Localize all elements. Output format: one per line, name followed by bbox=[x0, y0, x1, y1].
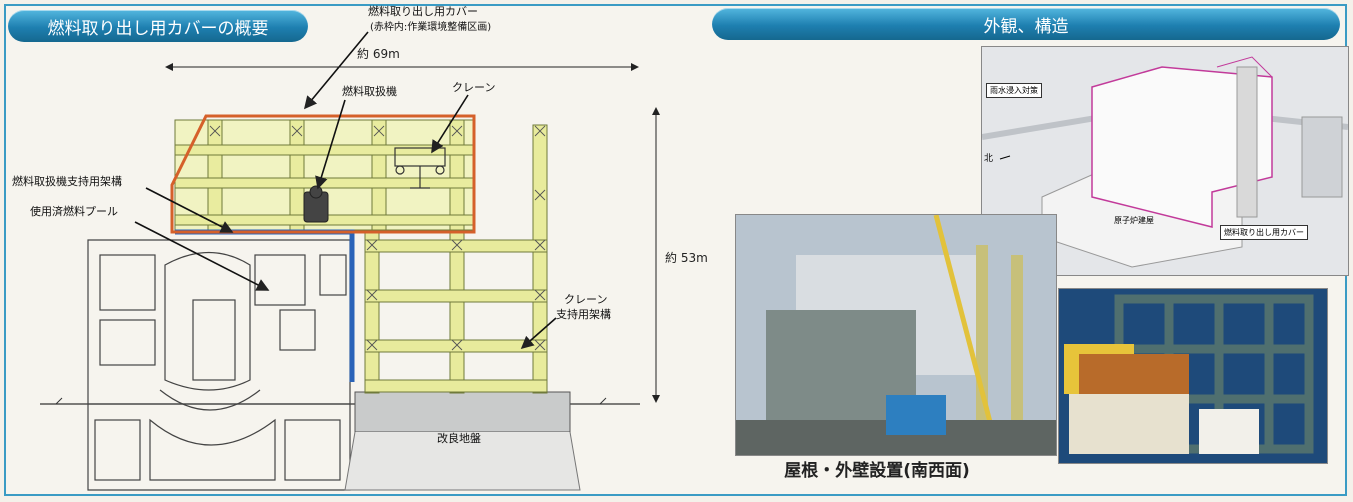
crane-machine bbox=[394, 147, 446, 189]
fuel-handler-frame-label: 燃料取扱機支持用架構 bbox=[12, 174, 122, 188]
right-section-title: 外観、構造 bbox=[712, 8, 1340, 40]
construction-photo bbox=[735, 214, 1057, 456]
left-section-title: 燃料取り出し用カバーの概要 bbox=[8, 10, 308, 42]
width-dimension: 約 69m bbox=[165, 46, 639, 71]
spent-fuel-pool-label: 使用済燃料プール bbox=[30, 204, 118, 218]
height-label: 約 53m bbox=[665, 250, 708, 265]
crane-label: クレーン bbox=[452, 81, 495, 94]
reactor-label: 原子炉建屋 bbox=[1114, 216, 1154, 225]
bracing-marks bbox=[209, 125, 546, 351]
model-photo bbox=[1058, 288, 1328, 464]
crane-frame-label-2: 支持用架構 bbox=[556, 307, 611, 321]
cover-photo-label: 燃料取り出し用カバー bbox=[1220, 225, 1308, 240]
improved-ground-label: 改良地盤 bbox=[437, 431, 481, 445]
model-graphic bbox=[1059, 289, 1327, 463]
rain-label: 雨水浸入対策 bbox=[986, 83, 1042, 98]
width-label: 約 69m bbox=[357, 46, 400, 61]
photo-caption: 屋根・外壁設置(南西面) bbox=[784, 461, 970, 481]
improved-ground-block bbox=[344, 391, 581, 491]
cover-label: 燃料取り出し用カバー bbox=[368, 4, 478, 18]
fuel-handler-label: 燃料取扱機 bbox=[342, 84, 397, 98]
cross-section-diagram: 約 69m 約 53m 燃料取り出し用カバー (赤枠内:作業環境整備区画) 燃料… bbox=[12, 4, 708, 491]
north-label: 北 bbox=[984, 154, 994, 164]
height-dimension: 約 53m bbox=[652, 107, 708, 403]
reactor-building bbox=[87, 239, 351, 491]
crane-frame-label-1: クレーン bbox=[564, 293, 607, 306]
construction-graphic bbox=[736, 215, 1056, 455]
cover-note-label: (赤枠内:作業環境整備区画) bbox=[370, 20, 491, 33]
leader-arrows bbox=[134, 31, 557, 350]
